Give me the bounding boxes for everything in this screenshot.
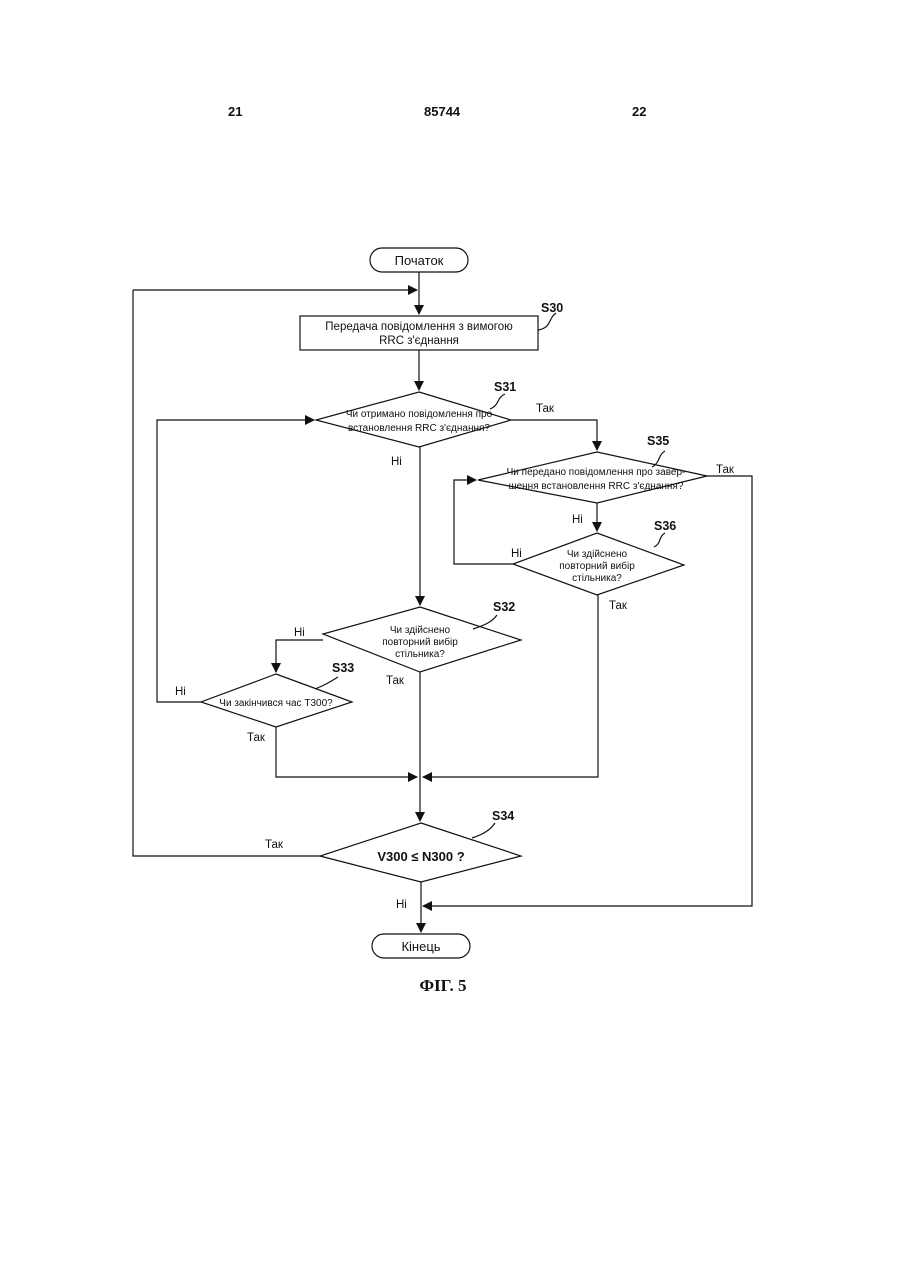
figure-caption: ФІГ. 5 bbox=[419, 976, 466, 995]
connector-s31-yes bbox=[511, 420, 597, 450]
s30-leader bbox=[538, 313, 556, 330]
s36-leader bbox=[654, 533, 665, 547]
s36-text-line1: Чи здійснено bbox=[567, 549, 628, 560]
connector-s33-yes bbox=[276, 727, 417, 777]
s30-text-line1: Передача повідомлення з вимогою bbox=[325, 321, 513, 333]
connector-s34-yes bbox=[133, 290, 320, 856]
s33-yes-label: Так bbox=[247, 732, 266, 744]
s31-leader bbox=[490, 394, 505, 409]
s31-yes-label: Так bbox=[536, 403, 555, 415]
s34-leader bbox=[472, 823, 495, 838]
s35-text-line2: шення встановлення RRC з'єднання? bbox=[509, 481, 684, 492]
s36-step-id: S36 bbox=[654, 519, 676, 533]
s33-text-line1: Чи закінчився час Т300? bbox=[219, 698, 333, 709]
s32-no-label: Ні bbox=[294, 627, 305, 639]
s32-yes-label: Так bbox=[386, 675, 405, 687]
s31-text-line2: встановлення RRC з'єднання? bbox=[348, 423, 490, 434]
s35-step-id: S35 bbox=[647, 434, 669, 448]
s36-text-line3: стільника? bbox=[572, 573, 622, 584]
s30-text-line2: RRC з'єднання bbox=[379, 335, 459, 347]
s34-no-label: Ні bbox=[396, 899, 407, 911]
s35-text-line1: Чи передано повідомлення про завер- bbox=[507, 467, 686, 478]
start-label: Початок bbox=[395, 253, 444, 268]
end-label: Кінець bbox=[401, 939, 440, 954]
connector-s35-yes bbox=[423, 476, 752, 906]
s34-step-id: S34 bbox=[492, 809, 514, 823]
connector-s32-no bbox=[276, 640, 323, 672]
s32-text-line1: Чи здійснено bbox=[390, 625, 451, 636]
s35-no-label: Ні bbox=[572, 514, 583, 526]
s33-leader bbox=[315, 677, 338, 689]
connector-s36-no bbox=[454, 480, 513, 564]
s36-yes-label: Так bbox=[609, 600, 628, 612]
s31-no-label: Ні bbox=[391, 456, 402, 468]
s33-step-id: S33 bbox=[332, 661, 354, 675]
s36-no-label: Ні bbox=[511, 548, 522, 560]
s32-step-id: S32 bbox=[493, 600, 515, 614]
s31-step-id: S31 bbox=[494, 380, 516, 394]
s32-text-line2: повторний вибір bbox=[382, 636, 458, 648]
connector-s36-yes bbox=[423, 595, 598, 777]
s36-text-line2: повторний вибір bbox=[559, 560, 635, 572]
s30-step-id: S30 bbox=[541, 301, 563, 315]
s32-text-line3: стільника? bbox=[395, 649, 445, 660]
connector-s33-no bbox=[157, 420, 314, 702]
s31-text-line1: Чи отримано повідомлення про bbox=[346, 409, 493, 420]
s35-yes-label: Так bbox=[716, 464, 735, 476]
s32-leader bbox=[473, 615, 497, 629]
s33-no-label: Ні bbox=[175, 686, 186, 698]
s34-text-line1: V300 ≤ N300 ? bbox=[377, 849, 464, 864]
s34-yes-label: Так bbox=[265, 839, 284, 851]
